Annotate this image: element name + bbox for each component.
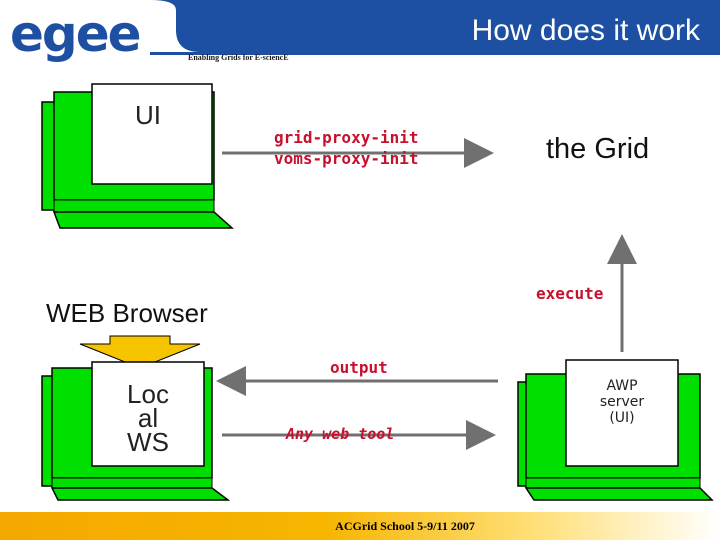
footer-text: ACGrid School 5-9/11 2007 xyxy=(0,519,720,534)
local-ws-label: Loc al WS xyxy=(92,382,204,454)
local-ws-line-3: WS xyxy=(92,430,204,454)
execute-label: execute xyxy=(536,284,603,303)
awp-line-2: server xyxy=(566,394,678,410)
ui-label: UI xyxy=(92,100,204,131)
web-tool-label: Any web tool xyxy=(286,425,394,443)
awp-server-label: AWP server (UI) xyxy=(566,378,678,426)
grid-label: the Grid xyxy=(546,133,649,166)
web-browser-label: WEB Browser xyxy=(46,298,208,329)
awp-line-1: AWP xyxy=(566,378,678,394)
proxy-command-1: grid-proxy-init xyxy=(274,128,419,147)
output-label: output xyxy=(330,358,388,377)
proxy-command-2: voms-proxy-init xyxy=(274,149,419,168)
awp-line-3: (UI) xyxy=(566,410,678,426)
